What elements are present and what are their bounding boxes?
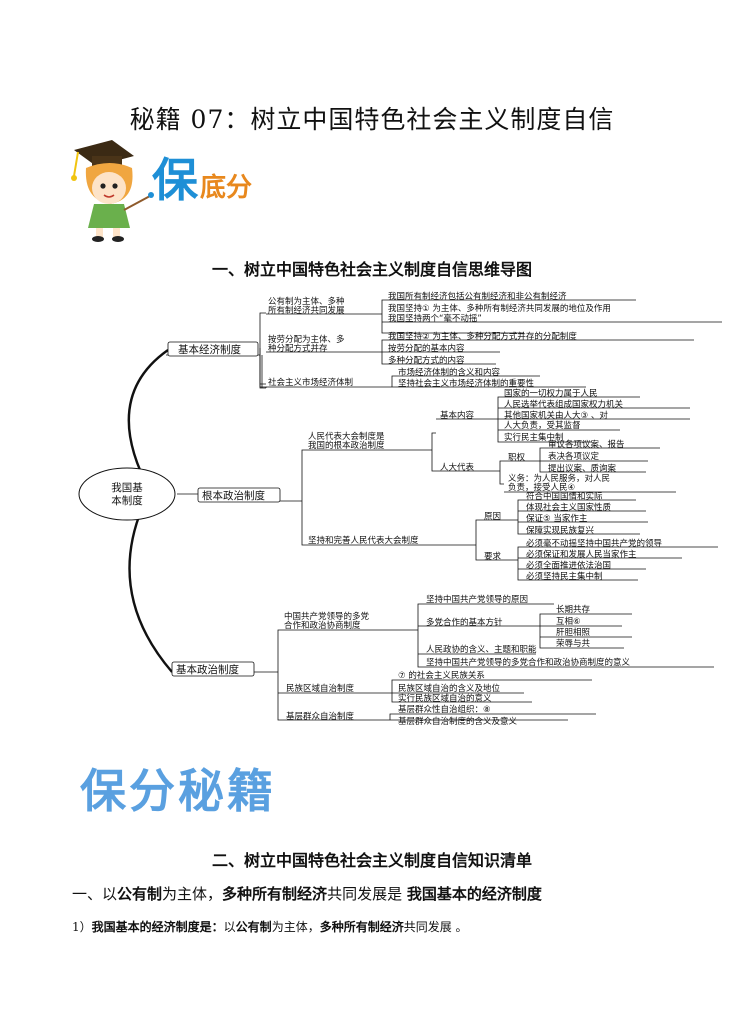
b2-duty-line1: 义务：为人民服务，对人民 [508,473,610,484]
b3-sub2: 民族区域自治制度 [286,683,355,694]
b3-item: 坚持中国共产党领导的多党合作和政治协商制度的意义 [426,657,631,668]
b2-item: 人民选举代表组成国家权力机关 [504,399,624,410]
b2-item: 表决各项议定 [548,451,600,462]
b3-item: 坚持中国共产党领导的原因 [426,594,528,605]
text-span: 1） [72,920,92,934]
page-title: 秘籍 07：树立中国特色社会主义制度自信 [129,105,615,134]
keyword: 多种所有制经济 [319,920,404,934]
b2-item: 国家的一切权力属于人民 [504,388,598,399]
b2-item: 实行民主集中制 [504,432,564,443]
b3-principle: 肝胆相照 [556,627,591,638]
b2-item: 审议各项议案、报告 [548,439,625,450]
b2-basic-content: 基本内容 [440,410,475,421]
b1-item: 我国所有制经济包括公有制经济和非公有制经济 [388,291,567,302]
b2-item: 必须全面推进依法治国 [526,560,611,571]
b1-item: 坚持社会主义市场经济体制的重要性 [398,378,535,389]
text-span: 以 [223,920,236,934]
secret-tips-banner: 保分秘籍 [80,764,276,818]
b1-item: 我国坚持两个“毫不动摇” [388,313,482,324]
b2-item: 其他国家机关由人大③ 、对 [504,410,608,421]
b2-duty-line2: 负责，接受人民④ [508,482,575,493]
b2-deputies: 人大代表 [440,462,475,473]
b2-reasons: 原因 [484,512,501,522]
branch-fundamental-political-system: 根本政治制度 [202,489,265,502]
b3-principle: 荣辱与共 [556,638,591,649]
mindmap-title: 一、树立中国特色社会主义制度自信思维导图 [211,260,532,279]
b2-item: 人大负责，受其监督 [504,420,581,431]
b3-item: 基层群众自治制度的含义及意义 [398,716,518,727]
b2-item: 保证⑤ 当家作主 [526,513,588,524]
section-badge: 保底分 [152,144,252,210]
section-heading: 一、以公有制为主体，多种所有制经济共同发展是 我国基本的经济制度 [72,883,542,904]
b2-powers: 职权 [508,452,526,463]
b3-item: 基层群众性自治组织：⑧ [398,704,491,715]
text-span: 为主体， [271,920,320,934]
mindmap-center-node [78,467,176,521]
b2-item: 保障实现民族复兴 [526,525,595,536]
b2-sub2: 坚持和完善人民代表大会制度 [308,535,419,546]
b2-item: 体现社会主义国家性质 [526,502,612,513]
b1-sub1-line1: 公有制为主体、多种 [268,296,345,307]
text-span: 一、以 [72,885,118,903]
b1-item: 我国坚持② 为主体、多种分配方式并存的分配制度 [388,331,577,342]
b3-sub1-line1: 中国共产党领导的多党 [284,611,370,622]
b1-sub2-line2: 种分配方式并存 [268,343,328,354]
b3-item: 实行民族区域自治的意义 [398,693,492,704]
b1-item: 按劳分配的基本内容 [388,343,465,354]
keyword: 我国基本的经济制度 [406,885,542,903]
b3-sub3: 基层群众自治制度 [286,711,355,722]
b3-sub1-line2: 合作和政治协商制度 [284,620,361,631]
b3-item: ⑦ 的社会主义民族关系 [398,670,485,681]
b2-sub1-line2: 我国的根本政治制度 [308,440,385,451]
b1-item: 我国坚持① 为主体、多种所有制经济共同发展的地位及作用 [388,303,611,314]
b1-sub2-line1: 按劳分配为主体、多 [268,334,345,345]
text-span: 共同发展是 [327,885,407,903]
b2-item: 符合中国国情和实际 [526,491,603,502]
b2-item: 必须毫不动摇坚持中国共产党的领导 [526,538,663,549]
b3-item: 民族区域自治的含义及地位 [398,683,501,694]
b1-sub3: 社会主义市场经济体制 [268,377,353,388]
b3-principle: 互相⑥ [556,616,581,627]
b3-principle: 长期共存 [556,604,591,615]
keyword: 多种所有制经济 [222,885,328,903]
branch-basic-political-system: 基本政治制度 [176,663,239,676]
b3-item: 人民政协的含义、主题和职能 [426,644,537,655]
b1-sub1-line2: 所有制经济共同发展 [268,305,345,316]
b1-item: 多种分配方式的内容 [388,355,465,366]
text-span: 为主体， [162,885,223,903]
mascot-illustration [71,140,154,242]
b2-item: 必须保证和发展人民当家作主 [526,549,637,560]
b2-item: 提出议案、质询案 [548,463,617,474]
b3-item: 多党合作的基本方针 [426,617,503,628]
text-span: 共同发展 。 [403,920,468,934]
keyword: 公有制 [117,885,163,903]
center-line-2: 本制度 [111,494,143,507]
b2-sub1-line1: 人民代表大会制度是 [308,431,385,442]
keyword: 我国基本的经济制度是： [91,920,224,934]
mind-map: 我国基 本制度 基本经济制度 根本政治制度 基本政治制度 公有制为主体、多种 所… [78,291,722,727]
badge-small-text: 底分 [200,173,253,203]
b2-requirements: 要求 [484,551,502,562]
knowledge-list-title: 二、树立中国特色社会主义制度自信知识清单 [211,851,532,870]
badge-big-char: 保 [152,153,198,207]
keyword: 公有制 [235,920,272,934]
center-line-1: 我国基 [111,481,143,494]
b1-item: 市场经济体制的含义和内容 [398,367,501,378]
branch-economic-system: 基本经济制度 [178,343,241,356]
knowledge-point: 1）我国基本的经济制度是：以公有制为主体，多种所有制经济共同发展 。 [72,918,468,935]
b2-item: 必须坚持民主集中制 [526,571,603,582]
